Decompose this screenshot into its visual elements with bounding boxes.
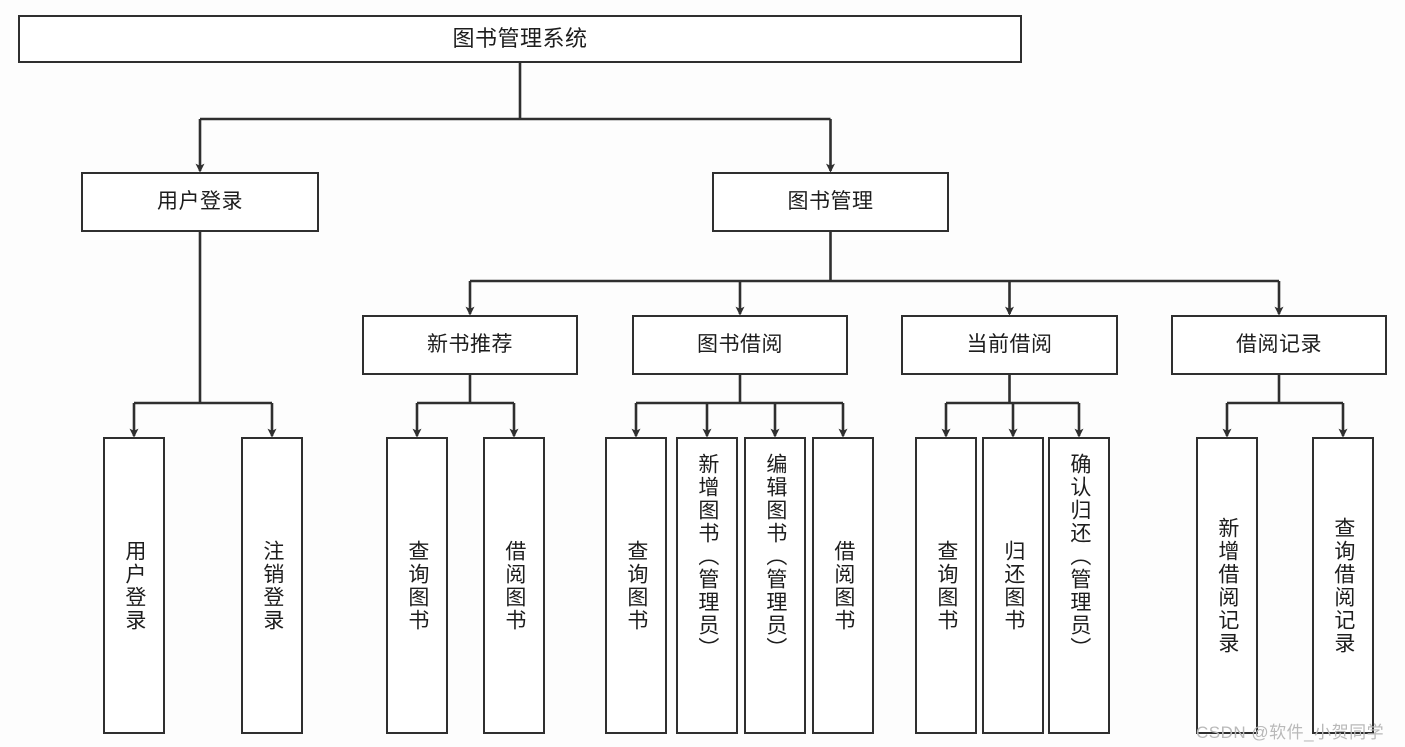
node-book-manage[interactable]: 图书管理 (712, 172, 949, 232)
node-root-label: 图书管理系统 (452, 26, 588, 52)
node-leaf-query-record-label: 查询借阅记录 (1331, 516, 1355, 655)
node-leaf-return-book[interactable]: 归还图书 (982, 437, 1044, 734)
node-leaf-user-login[interactable]: 用户登录 (103, 437, 165, 734)
node-leaf-edit-book[interactable]: 编辑图书（管理员） (744, 437, 806, 734)
node-user-login[interactable]: 用户登录 (81, 172, 319, 232)
node-current-borrow[interactable]: 当前借阅 (901, 315, 1118, 375)
node-leaf-query-book-1[interactable]: 查询图书 (386, 437, 448, 734)
node-leaf-add-record-label: 新增借阅记录 (1215, 516, 1239, 655)
node-leaf-add-book-label: 新增图书（管理员） (695, 453, 719, 660)
node-borrow-record[interactable]: 借阅记录 (1171, 315, 1387, 375)
node-leaf-borrow-book-2-label: 借阅图书 (831, 539, 855, 632)
node-book-manage-label: 图书管理 (787, 189, 874, 213)
node-book-borrow[interactable]: 图书借阅 (632, 315, 848, 375)
node-root[interactable]: 图书管理系统 (18, 15, 1022, 63)
node-leaf-query-book-2-label: 查询图书 (624, 539, 648, 632)
node-leaf-borrow-book-1[interactable]: 借阅图书 (483, 437, 545, 734)
node-leaf-query-book-3-label: 查询图书 (934, 539, 958, 632)
node-leaf-return-book-label: 归还图书 (1001, 539, 1025, 632)
node-borrow-record-label: 借阅记录 (1236, 332, 1322, 356)
node-leaf-logout-label: 注销登录 (260, 539, 284, 632)
node-current-borrow-label: 当前借阅 (966, 332, 1053, 356)
node-leaf-borrow-book-1-label: 借阅图书 (502, 539, 526, 632)
node-leaf-query-book-1-label: 查询图书 (405, 539, 429, 632)
node-leaf-query-book-3[interactable]: 查询图书 (915, 437, 977, 734)
watermark: CSDN @软件_小贺同学 (1196, 723, 1385, 742)
node-user-login-label: 用户登录 (157, 189, 243, 213)
node-leaf-add-book[interactable]: 新增图书（管理员） (676, 437, 738, 734)
node-leaf-query-book-2[interactable]: 查询图书 (605, 437, 667, 734)
node-new-book-rec[interactable]: 新书推荐 (362, 315, 578, 375)
node-leaf-add-record[interactable]: 新增借阅记录 (1196, 437, 1258, 734)
node-new-book-rec-label: 新书推荐 (427, 332, 513, 356)
node-leaf-confirm-return-label: 确认归还（管理员） (1067, 453, 1091, 660)
node-leaf-logout[interactable]: 注销登录 (241, 437, 303, 734)
node-leaf-borrow-book-2[interactable]: 借阅图书 (812, 437, 874, 734)
node-leaf-query-record[interactable]: 查询借阅记录 (1312, 437, 1374, 734)
node-leaf-edit-book-label: 编辑图书（管理员） (763, 453, 787, 660)
node-leaf-confirm-return[interactable]: 确认归还（管理员） (1048, 437, 1110, 734)
node-leaf-user-login-label: 用户登录 (122, 539, 146, 632)
node-book-borrow-label: 图书借阅 (697, 332, 783, 356)
